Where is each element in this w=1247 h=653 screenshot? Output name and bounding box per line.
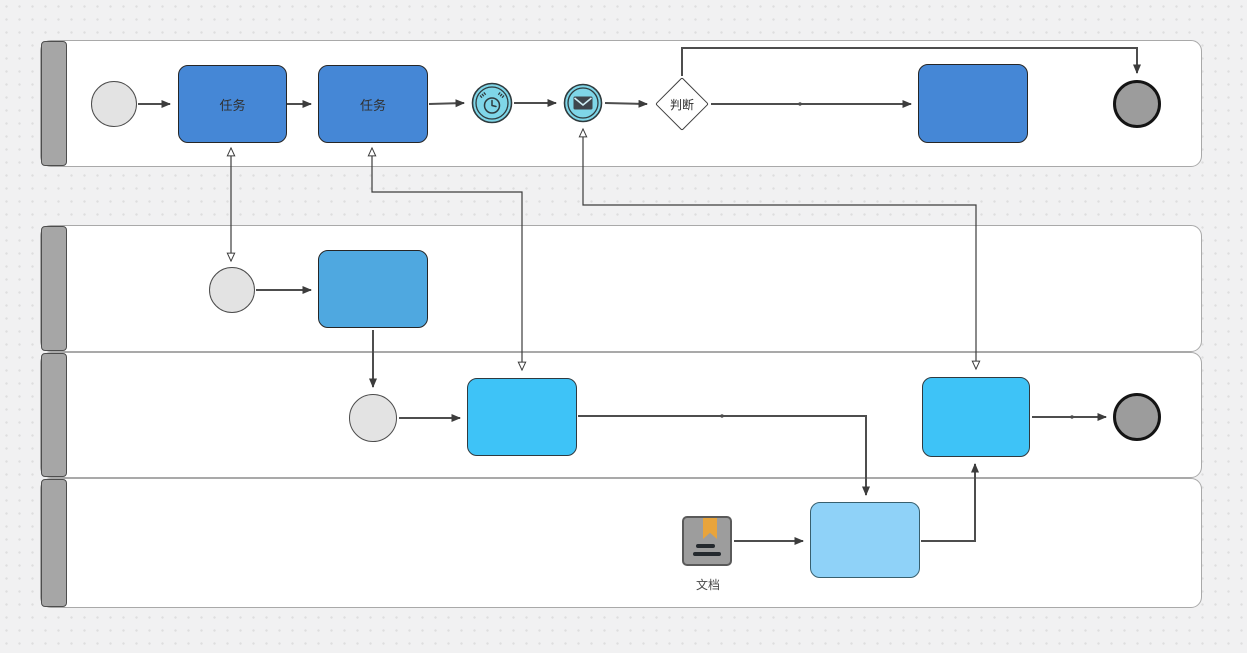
lane-4-header[interactable] [41,479,67,607]
task1[interactable]: 任务 [178,65,287,143]
flow-message-to-gateway[interactable] [604,99,648,108]
bookmark-ribbon-icon [703,518,717,539]
flow-lane4box-to-lane3boxright[interactable] [921,463,979,542]
document-text-line [693,552,721,556]
lane-4 [40,478,1202,608]
task3[interactable] [918,64,1028,143]
lane-2-header[interactable] [41,226,67,351]
lane4-box[interactable] [810,502,920,578]
start-event[interactable] [91,81,137,127]
document-icon[interactable] [682,516,732,566]
lane3-box-left[interactable] [467,378,577,456]
intermediate-circle-lane3[interactable] [349,394,397,442]
waypoint-dots [720,102,1074,419]
document-text-line [696,544,715,548]
lane2-box[interactable] [318,250,428,328]
flow-gateway-to-end1[interactable] [681,47,1141,76]
message-flow-message-lane3boxright[interactable] [578,127,981,371]
task1-label: 任务 [219,97,246,113]
gateway-label: 判断 [669,97,694,112]
flow-lane3boxleft-to-lane4box[interactable] [578,415,870,496]
alarm-clock-icon [471,82,513,124]
timer-event[interactable] [471,82,513,124]
task2-label: 任务 [359,97,386,113]
intermediate-circle-lane2[interactable] [209,267,255,313]
task2[interactable]: 任务 [318,65,428,143]
envelope-icon [563,83,603,123]
end-event-1[interactable] [1113,80,1161,128]
lane3-box-right[interactable] [922,377,1030,457]
lane-1-header[interactable] [41,41,67,166]
lane-3-header[interactable] [41,353,67,477]
gateway[interactable]: 判断 [654,77,710,131]
document-label: 文档 [695,578,720,592]
end-event-2[interactable] [1113,393,1161,441]
message-flow-task2-lane3boxleft[interactable] [367,146,527,372]
flow-task2-to-timer[interactable] [428,99,465,108]
message-event[interactable] [563,83,603,123]
